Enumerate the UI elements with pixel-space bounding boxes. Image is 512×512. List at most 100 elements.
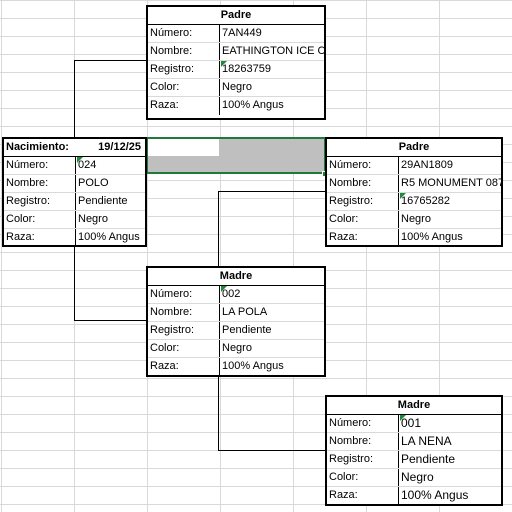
birth-label: Nacimiento: — [6, 141, 69, 153]
row-value[interactable]: Negro — [222, 342, 252, 354]
comment-marker-icon[interactable] — [400, 193, 406, 199]
row-label: Registro: — [4, 193, 76, 210]
row-label: Raza: — [148, 97, 220, 115]
selected-cell-shade — [219, 139, 324, 156]
card-row[interactable]: Raza:100% Angus — [327, 487, 501, 505]
row-value[interactable]: 100% Angus — [78, 231, 140, 243]
cell-selection-range[interactable] — [146, 137, 326, 174]
row-label: Registro: — [148, 61, 220, 78]
card-row[interactable]: Color:Negro — [148, 340, 324, 358]
card-row[interactable]: Color:Negro — [4, 211, 145, 229]
connector-mother-to-father-v — [218, 191, 219, 266]
row-label: Color: — [148, 340, 220, 357]
row-label: Nombre: — [327, 175, 399, 192]
row-value[interactable]: 7AN449 — [222, 27, 262, 39]
comment-marker-icon[interactable] — [400, 415, 406, 421]
row-label: Número: — [148, 286, 220, 303]
card-row[interactable]: Registro:Pendiente — [327, 451, 501, 469]
row-label: Registro: — [327, 451, 399, 468]
row-value[interactable]: Negro — [222, 81, 252, 93]
row-value[interactable]: 001 — [401, 416, 422, 430]
card-row[interactable]: Número:29AN1809 — [327, 157, 501, 175]
row-label: Número: — [327, 415, 399, 432]
row-label: Raza: — [148, 358, 220, 376]
card-row[interactable]: Raza:100% Angus — [4, 229, 145, 247]
card-row[interactable]: Registro:16765282 — [327, 193, 501, 211]
card-mother-bottom: Madre Número:001 Nombre:LA NENA Registro… — [325, 395, 503, 506]
card-row[interactable]: Raza:100% Angus — [148, 97, 324, 115]
row-label: Nombre: — [327, 433, 399, 450]
connector-calf-to-father-v — [74, 60, 75, 138]
row-value[interactable]: Pendiente — [401, 452, 456, 466]
row-label: Registro: — [327, 193, 399, 210]
card-calf: Nacimiento: 19/12/25 Número:024 Nombre:P… — [2, 137, 147, 247]
row-value[interactable]: Negro — [401, 470, 434, 484]
row-value[interactable]: EATHINGTON ICE CAP — [222, 45, 324, 57]
row-label: Color: — [327, 211, 399, 228]
card-father-right: Padre Número:29AN1809 Nombre:R5 MONUMENT… — [325, 137, 503, 247]
row-value[interactable]: POLO — [78, 177, 109, 189]
card-row[interactable]: Nombre:R5 MONUMENT 087 — [327, 175, 501, 193]
row-label: Número: — [327, 157, 399, 174]
card-row[interactable]: Nombre:LA NENA — [327, 433, 501, 451]
card-header: Nacimiento: 19/12/25 — [4, 139, 145, 157]
connector-mother-to-grandmother-v — [218, 376, 219, 451]
row-label: Color: — [327, 469, 399, 486]
row-label: Nombre: — [4, 175, 76, 192]
row-label: Número: — [4, 157, 76, 174]
card-row[interactable]: Registro:18263759 — [148, 61, 324, 79]
selected-cell-shade — [148, 156, 324, 172]
connector-calf-to-father-h — [74, 60, 147, 61]
connector-calf-to-mother-h — [74, 320, 147, 321]
card-row[interactable]: Color:Negro — [148, 79, 324, 97]
card-header: Madre — [327, 397, 501, 415]
card-row[interactable]: Registro:Pendiente — [4, 193, 145, 211]
row-value[interactable]: 024 — [78, 159, 97, 171]
row-value[interactable]: Pendiente — [222, 324, 272, 336]
row-value[interactable]: 18263759 — [222, 63, 271, 75]
card-row[interactable]: Número:001 — [327, 415, 501, 433]
card-row[interactable]: Raza:100% Angus — [327, 229, 501, 247]
card-father-top: Padre Número:7AN449 Nombre:EATHINGTON IC… — [146, 5, 326, 120]
connector-calf-to-mother-v — [74, 246, 75, 321]
card-row[interactable]: Nombre:EATHINGTON ICE CAP — [148, 43, 324, 61]
comment-marker-icon[interactable] — [77, 157, 83, 163]
row-value[interactable]: Negro — [401, 213, 431, 225]
card-row[interactable]: Color:Negro — [327, 211, 501, 229]
card-row[interactable]: Número:7AN449 — [148, 25, 324, 43]
row-label: Raza: — [327, 487, 399, 505]
row-label: Color: — [148, 79, 220, 96]
row-label: Registro: — [148, 322, 220, 339]
card-row[interactable]: Número:002 — [148, 286, 324, 304]
card-row[interactable]: Nombre:POLO — [4, 175, 145, 193]
row-label: Número: — [148, 25, 220, 42]
row-label: Nombre: — [148, 304, 220, 321]
row-value[interactable]: 29AN1809 — [401, 159, 453, 171]
row-value[interactable]: R5 MONUMENT 087 — [401, 177, 501, 189]
row-value[interactable]: 16765282 — [401, 195, 450, 207]
birth-date[interactable]: 19/12/25 — [98, 141, 141, 153]
card-header: Padre — [327, 139, 501, 157]
row-label: Raza: — [4, 229, 76, 247]
row-value[interactable]: LA POLA — [222, 306, 268, 318]
row-value[interactable]: Pendiente — [78, 195, 128, 207]
card-row[interactable]: Raza:100% Angus — [148, 358, 324, 376]
row-value[interactable]: 002 — [222, 288, 241, 300]
card-row[interactable]: Nombre:LA POLA — [148, 304, 324, 322]
card-row[interactable]: Color:Negro — [327, 469, 501, 487]
row-value[interactable]: Negro — [78, 213, 108, 225]
row-value[interactable]: 100% Angus — [222, 99, 284, 111]
row-value[interactable]: LA NENA — [401, 434, 452, 448]
card-header: Padre — [148, 7, 324, 25]
connector-mother-to-father-h — [218, 191, 326, 192]
card-mother-mid: Madre Número:002 Nombre:LA POLA Registro… — [146, 266, 326, 377]
card-row[interactable]: Registro:Pendiente — [148, 322, 324, 340]
row-value[interactable]: 100% Angus — [401, 231, 463, 243]
row-value[interactable]: 100% Angus — [222, 360, 284, 372]
row-value[interactable]: 100% Angus — [401, 488, 469, 502]
comment-marker-icon[interactable] — [221, 286, 227, 292]
row-label: Color: — [4, 211, 76, 228]
row-label: Raza: — [327, 229, 399, 247]
comment-marker-icon[interactable] — [221, 61, 227, 67]
card-row[interactable]: Número:024 — [4, 157, 145, 175]
